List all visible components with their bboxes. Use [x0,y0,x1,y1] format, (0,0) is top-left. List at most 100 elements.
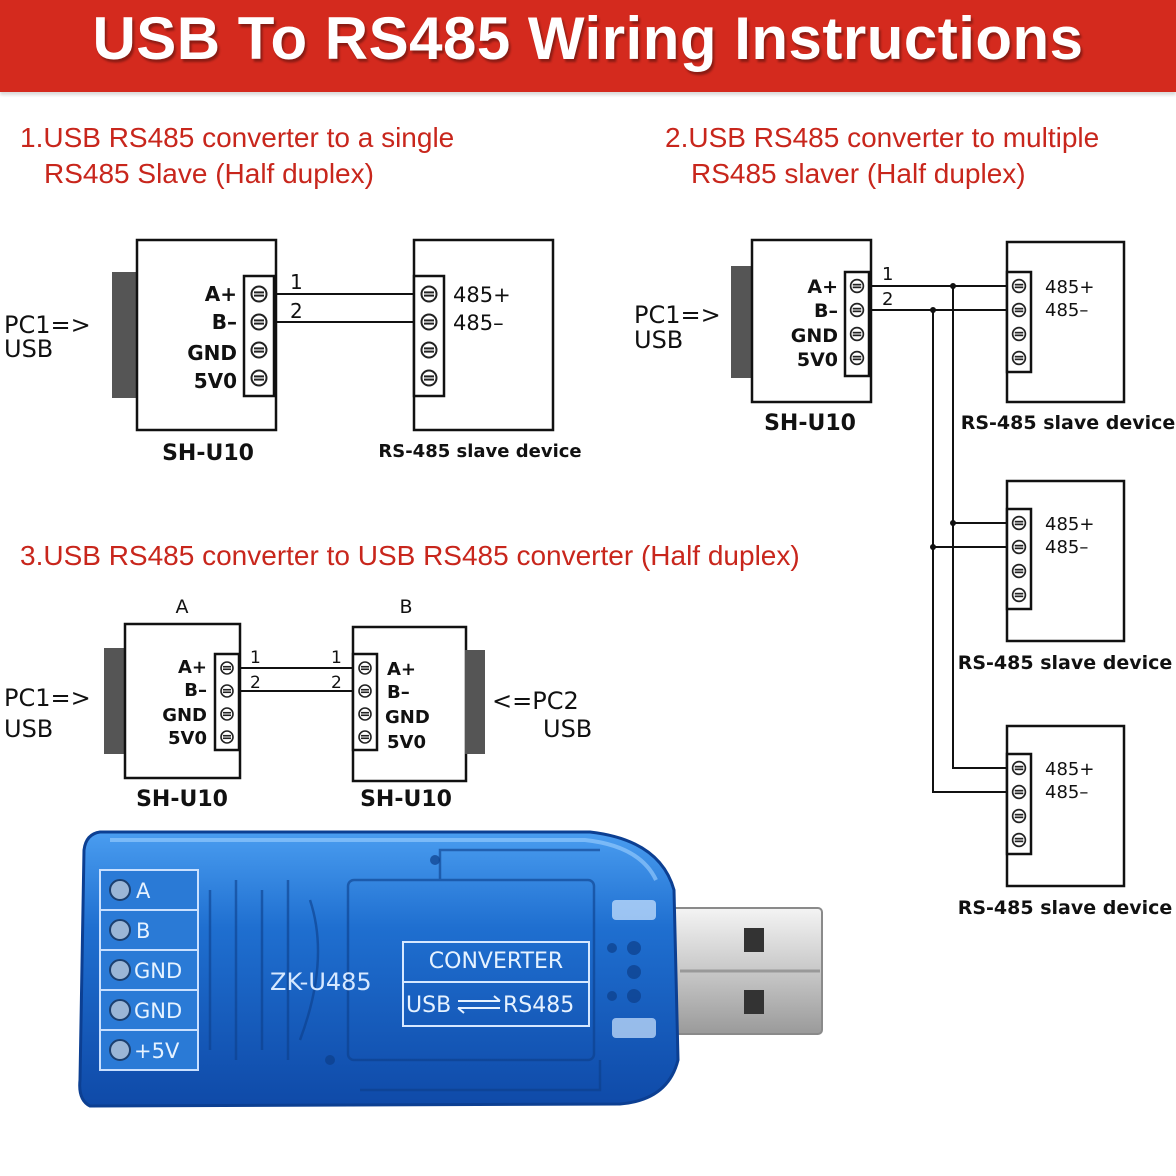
terminal-screw-icon [109,1039,131,1061]
usb-plug-stub [104,648,126,754]
wire-2-label: 2 [882,289,893,310]
section-1-line-2: RS485 Slave (Half duplex) [44,158,374,189]
screw-icon [220,707,234,721]
slave-pin-plus: 485+ [1045,514,1094,535]
screw-icon [1011,832,1027,848]
terminal-screw-icon [109,879,131,901]
wire-1-label: 1 [290,270,303,294]
screw-icon [1011,350,1027,366]
slave-label: RS-485 slave device [378,441,581,462]
section-1-line-1: 1.USB RS485 converter to a single [20,122,455,153]
badge-rs485: RS485 [503,993,574,1018]
converter-model: SH-U10 [162,441,254,466]
junction-dot [950,520,956,526]
pin-label-a: A+ [807,276,838,298]
screw-icon [1011,808,1027,824]
screw-icon [220,661,234,675]
screw-icon [849,350,865,366]
pin-label-b: B– [184,680,207,701]
terminal-label-gnd-1: GND [134,959,182,983]
junction-dot [930,307,936,313]
screw-icon [250,369,268,387]
pc1-usb-label: USB [4,715,53,743]
wire-1-label-b: 1 [331,648,342,668]
slave-pin-minus: 485– [453,311,504,335]
screw-icon [1011,302,1027,318]
page-title: USB To RS485 Wiring Instructions [92,5,1084,72]
pc1-label: PC1=> [634,301,721,329]
screw-icon [1011,278,1027,294]
slave-label: RS-485 slave device [958,652,1173,674]
wire-2-label: 2 [290,299,303,323]
pin-label-5v: 5V0 [168,728,207,749]
usb-plug-stub [731,266,753,378]
bus-line-a-2 [952,523,1008,769]
usb-plug-hole [744,928,764,952]
pin-label-5v: 5V0 [797,349,838,371]
wire-1-label: 1 [882,264,893,285]
converter-model: SH-U10 [764,411,856,436]
product-model: ZK-U485 [270,968,372,996]
pin-label-b: B– [814,300,838,322]
pc1-usb-label: USB [4,335,53,363]
bus-line-b-2 [932,547,1008,793]
section-3-line-1: 3.USB RS485 converter to USB RS485 conve… [20,540,800,571]
title-banner: USB To RS485 Wiring Instructions [0,0,1176,92]
wire-2-label: 2 [250,673,261,693]
slave-pin-minus: 485– [1045,300,1088,321]
device-a-label: A [176,596,189,618]
section-3-diagram: A B A+ B– GND 5V0 SH-U10 PC1=> USB 1 2 1… [4,596,592,812]
screw-icon [849,326,865,342]
screw-icon [358,707,372,721]
terminal-label-a: A [136,879,151,903]
slave-pin-plus: 485+ [1045,759,1094,780]
screw-icon [250,285,268,303]
junction-dot [950,283,956,289]
section-1-diagram: A+ B– GND 5V0 SH-U10 PC1=> USB 1 2 485+ … [4,238,582,466]
section-2-diagram: A+ B– GND 5V0 SH-U10 PC1=> USB 1 2 [634,238,1176,919]
screw-icon [358,730,372,744]
usb-plug-stub [465,650,485,754]
terminal-label-b: B [136,919,150,943]
screw-icon [1011,563,1027,579]
junction-dot [930,544,936,550]
device-b-label: B [399,596,412,618]
screw-icon [849,302,865,318]
screw-icon [220,684,234,698]
slave-pin-plus: 485+ [453,283,511,307]
pin-label-a: A+ [205,282,237,306]
slave-pin-plus: 485+ [1045,277,1094,298]
section-2-line-1: 2.USB RS485 converter to multiple [665,122,1100,153]
screw-icon [250,341,268,359]
section-3-heading: 3.USB RS485 converter to USB RS485 conve… [20,538,800,574]
screw-icon [420,313,438,331]
slave-pin-minus: 485– [1045,782,1088,803]
screw-icon [1011,326,1027,342]
pin-label-5v: 5V0 [387,732,426,753]
badge-usb: USB [406,993,451,1018]
screw-icon [420,285,438,303]
pin-label-gnd: GND [385,707,430,728]
screw-icon [358,684,372,698]
wiring-diagram: A+ B– GND 5V0 SH-U10 PC1=> USB 1 2 485+ … [4,238,1176,1108]
wire-1-label: 1 [250,648,261,668]
converter-model: SH-U10 [360,787,452,812]
terminal-screw-icon [109,999,131,1021]
screw-icon [1011,784,1027,800]
screw-icon [1011,760,1027,776]
slave-pin-minus: 485– [1045,537,1088,558]
section-2-line-2: RS485 slaver (Half duplex) [691,158,1026,189]
converter-shell [78,830,680,1108]
badge-title: CONVERTER [429,949,563,974]
slave-label: RS-485 slave device [961,412,1176,434]
pc1-usb-label: USB [634,326,683,354]
pc2-label: <=PC2 [492,687,579,715]
screw-icon [849,278,865,294]
bus-line-a [952,286,1008,524]
pin-label-b: B– [212,310,237,334]
pin-label-gnd: GND [187,341,237,365]
converter-model: SH-U10 [136,787,228,812]
slave-label: RS-485 slave device [958,897,1173,919]
terminal-screw-icon [109,959,131,981]
pc1-label: PC1=> [4,684,91,712]
